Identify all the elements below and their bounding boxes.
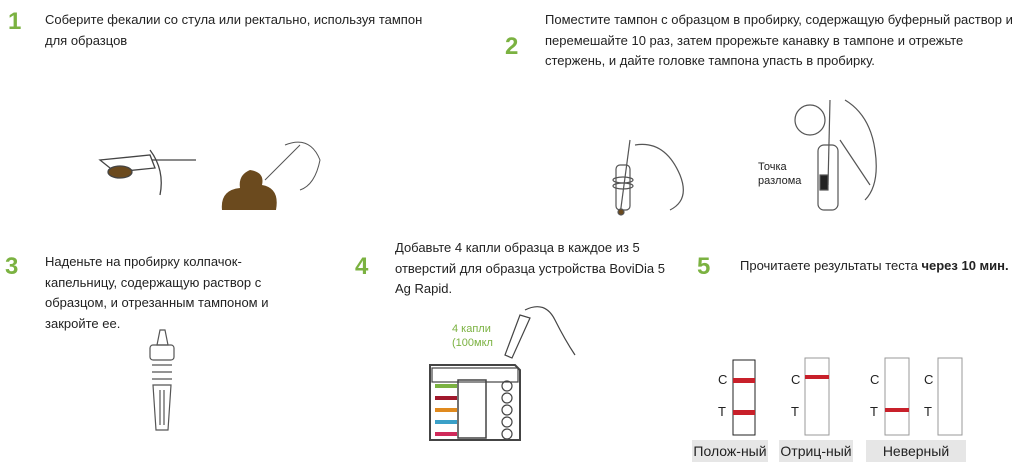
c-label: C	[791, 372, 801, 387]
stool-illustration	[221, 141, 321, 210]
strip-invalid-2	[937, 357, 963, 436]
breaking-point-illustration	[794, 99, 877, 211]
swab-illustration	[98, 149, 196, 196]
step-number: 3	[5, 253, 19, 280]
invalid-label: Неверный	[866, 440, 966, 462]
t-label: T	[718, 404, 726, 419]
c-label: C	[718, 372, 728, 387]
t-label: T	[870, 404, 878, 419]
breaking-point-label: Точка разлома	[758, 161, 802, 187]
dropper-tube-illustration	[149, 329, 175, 431]
negative-label: Отриц-ный	[779, 440, 853, 462]
step-text-bold: через 10 мин.	[921, 258, 1009, 273]
step-text: Поместите тампон с образцом в пробирку, …	[545, 12, 1013, 68]
result-strips	[732, 357, 963, 436]
step-text: Соберите фекалии со стула или ректально,…	[45, 12, 423, 48]
t-label: T	[924, 404, 932, 419]
step-text: Наденьте на пробирку колпачок-капельницу…	[45, 254, 269, 331]
step-number: 5	[697, 253, 711, 280]
drops-label: 4 капли	[452, 323, 491, 335]
strip-invalid-1	[884, 357, 910, 436]
step-number: 2	[505, 33, 519, 60]
tube-mix-illustration	[612, 139, 684, 216]
positive-label: Полож-ный	[692, 440, 768, 462]
step-number: 1	[8, 8, 22, 35]
step-text: Прочитаете результаты теста через 10 мин…	[740, 256, 1024, 277]
step-text: Добавьте 4 капли образца в каждое из 5 о…	[395, 240, 665, 296]
c-label: C	[924, 372, 934, 387]
strip-negative	[804, 357, 830, 436]
c-label: C	[870, 372, 880, 387]
step-text-prefix: Прочитаете результаты теста	[740, 258, 922, 273]
strip-positive	[732, 359, 756, 436]
test-device-illustration	[429, 306, 576, 441]
step-number: 4	[355, 253, 369, 280]
t-label: T	[791, 404, 799, 419]
volume-label: (100мкл	[452, 337, 493, 349]
